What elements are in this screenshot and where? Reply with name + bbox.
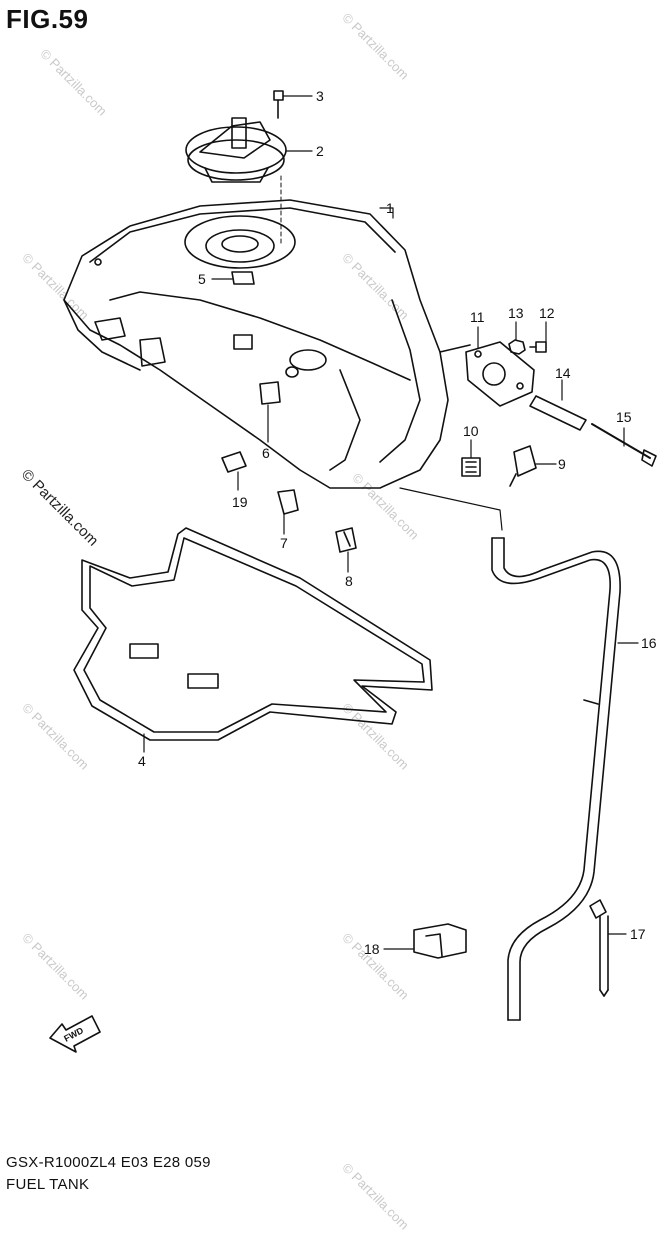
callout-labels: 1 2 3 4 5 6 7 8 9 10 11 12 13 14 15 16 1…: [138, 88, 657, 957]
figure-name: FUEL TANK: [6, 1176, 90, 1193]
callout-17: 17: [630, 926, 646, 942]
part-1-fuel-tank: [63, 199, 471, 489]
fwd-arrow-icon: [49, 1015, 101, 1053]
callout-7: 7: [280, 535, 288, 551]
part-15-long-bolt: [591, 423, 657, 467]
part-3-screw: [273, 90, 313, 119]
figure-title: FIG.59: [6, 4, 89, 34]
part-14-collar: [529, 379, 587, 431]
callout-12: 12: [539, 305, 555, 321]
part-4-protector-sheet: [73, 527, 433, 753]
part-12-bolt: [529, 321, 547, 353]
part-17-tie-wrap: [589, 899, 627, 997]
callout-16: 16: [641, 635, 657, 651]
part-5-label: [211, 271, 255, 285]
callout-5: 5: [198, 271, 206, 287]
part-10-pad: [461, 439, 481, 477]
callout-11: 11: [470, 309, 485, 325]
callout-2: 2: [316, 143, 324, 159]
part-13-nut: [508, 321, 526, 355]
callout-19: 19: [232, 494, 248, 510]
part-2-fuel-cap: [185, 117, 313, 183]
callout-14: 14: [555, 365, 571, 381]
part-7-clip: [277, 489, 299, 535]
callout-13: 13: [508, 305, 524, 321]
callout-8: 8: [345, 573, 353, 589]
part-9-damper: [509, 445, 557, 487]
model-code: GSX-R1000ZL4 E03 E28 059: [6, 1154, 211, 1171]
callout-15: 15: [616, 409, 632, 425]
part-11-bracket: [465, 326, 535, 407]
callout-10: 10: [463, 423, 479, 439]
callout-1: 1: [386, 200, 394, 216]
callout-4: 4: [138, 753, 146, 769]
part-8-grommet: [335, 527, 357, 573]
callout-9: 9: [558, 456, 566, 472]
callout-18: 18: [364, 941, 380, 957]
part-18-clamp: [383, 923, 467, 959]
part-16-hose: [491, 537, 639, 1021]
part-19-pad: [221, 451, 247, 491]
callout-3: 3: [316, 88, 324, 104]
parts-diagram: 1 2 3 4 5 6 7 8 9 10 11 12 13 14 15 16 1…: [49, 88, 657, 1053]
callout-6: 6: [262, 445, 270, 461]
